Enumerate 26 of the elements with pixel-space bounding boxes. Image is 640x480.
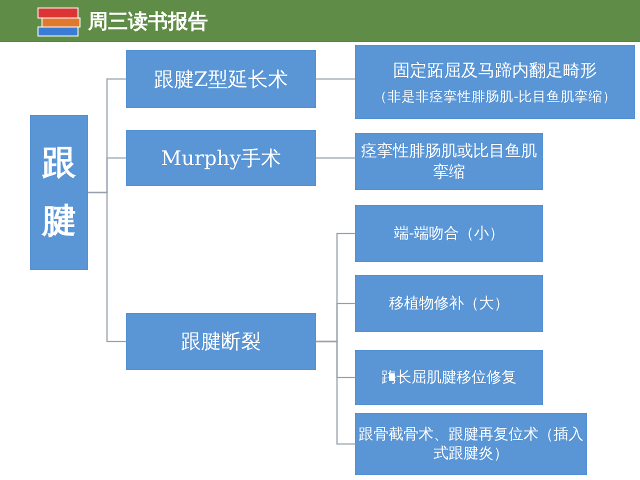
topic-box <box>126 313 316 370</box>
box-text: 移植物修补（大） <box>389 294 509 313</box>
box-text: 固定跖屈及马蹄内翻足畸形 <box>393 60 597 82</box>
connector-line <box>316 78 355 80</box>
root-box <box>30 115 88 270</box>
box-text: （非是非痉挛性腓肠肌-比目鱼肌挛缩） <box>374 88 616 106</box>
box-text: 跟腱断裂 <box>181 328 261 355</box>
box-text: 踇长屈肌腱移位修复 <box>382 368 516 387</box>
connector-line <box>316 157 355 159</box>
box-text: 跟骨截骨术、跟腱再复位术（插入式跟腱炎） <box>358 425 584 463</box>
box-text: 跟腱 <box>42 142 76 242</box>
topic-box <box>126 130 316 186</box>
box-text: 端-端吻合（小） <box>394 224 504 243</box>
box-text: 跟腱Z型延长术 <box>154 66 288 92</box>
box-text: 痉挛性腓肠肌或比目鱼肌挛缩 <box>360 140 538 182</box>
topic-box <box>355 205 543 262</box>
box-text: Murphy手术 <box>161 144 281 172</box>
topic-box <box>355 133 543 190</box>
topic-box <box>355 413 587 475</box>
topic-box <box>355 45 635 119</box>
title: 周三读书报告 <box>88 8 208 35</box>
topic-box <box>126 50 316 108</box>
topic-box <box>355 350 543 405</box>
connector-line <box>316 340 355 445</box>
connector-line <box>88 192 126 342</box>
topic-box <box>355 275 543 332</box>
